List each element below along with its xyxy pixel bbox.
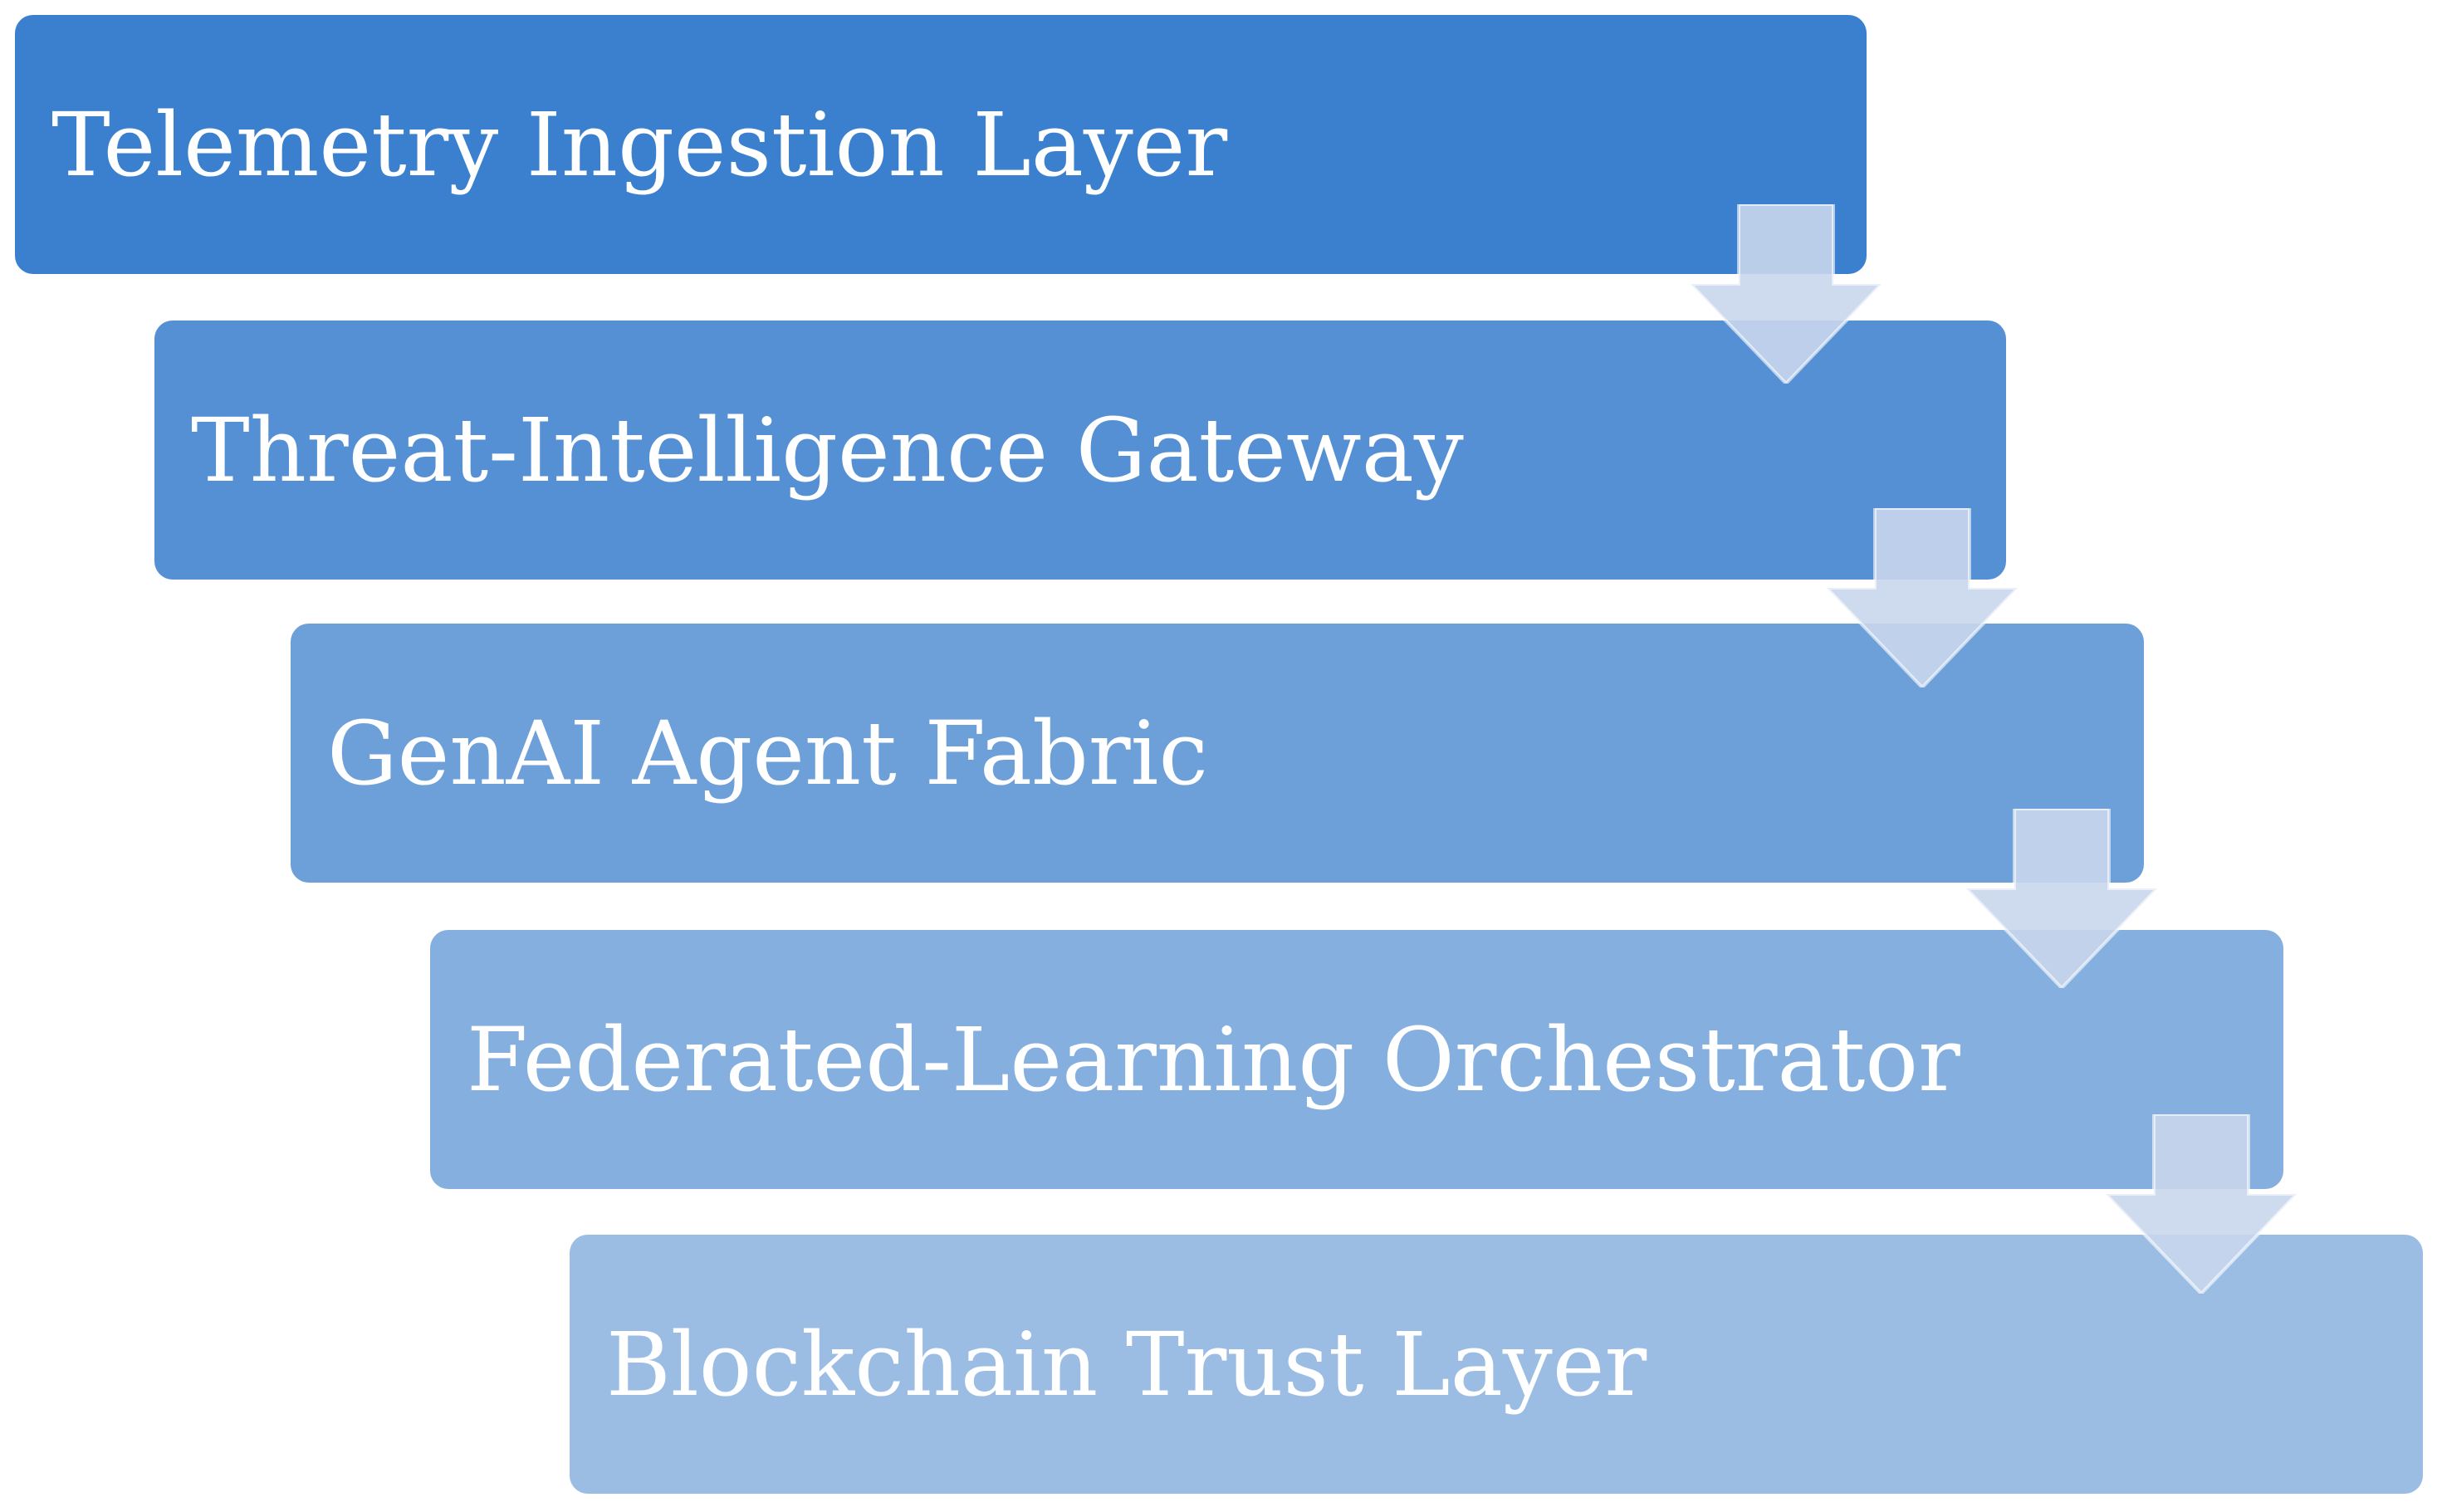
arrow-down-icon	[2106, 1114, 2297, 1294]
arrow-down-icon	[1691, 204, 1882, 384]
step-blockchain-trust-layer: Blockchain Trust Layer	[570, 1235, 2423, 1494]
arrow-down-icon	[1827, 508, 2018, 687]
step-federated-learning-orchestrator: Federated-Learning Orchestrator	[430, 930, 2283, 1189]
step-label: GenAI Agent Fabric	[327, 702, 1208, 805]
step-label: Telemetry Ingestion Layer	[51, 93, 1228, 196]
arrow-down-icon	[1966, 809, 2157, 988]
step-threat-intelligence-gateway: Threat-Intelligence Gateway	[154, 321, 2006, 580]
step-label: Blockchain Trust Layer	[606, 1313, 1647, 1416]
step-label: Threat-Intelligence Gateway	[191, 399, 1464, 502]
step-telemetry-ingestion-layer: Telemetry Ingestion Layer	[15, 15, 1867, 274]
step-label: Federated-Learning Orchestrator	[467, 1008, 1960, 1111]
step-genai-agent-fabric: GenAI Agent Fabric	[291, 624, 2144, 883]
